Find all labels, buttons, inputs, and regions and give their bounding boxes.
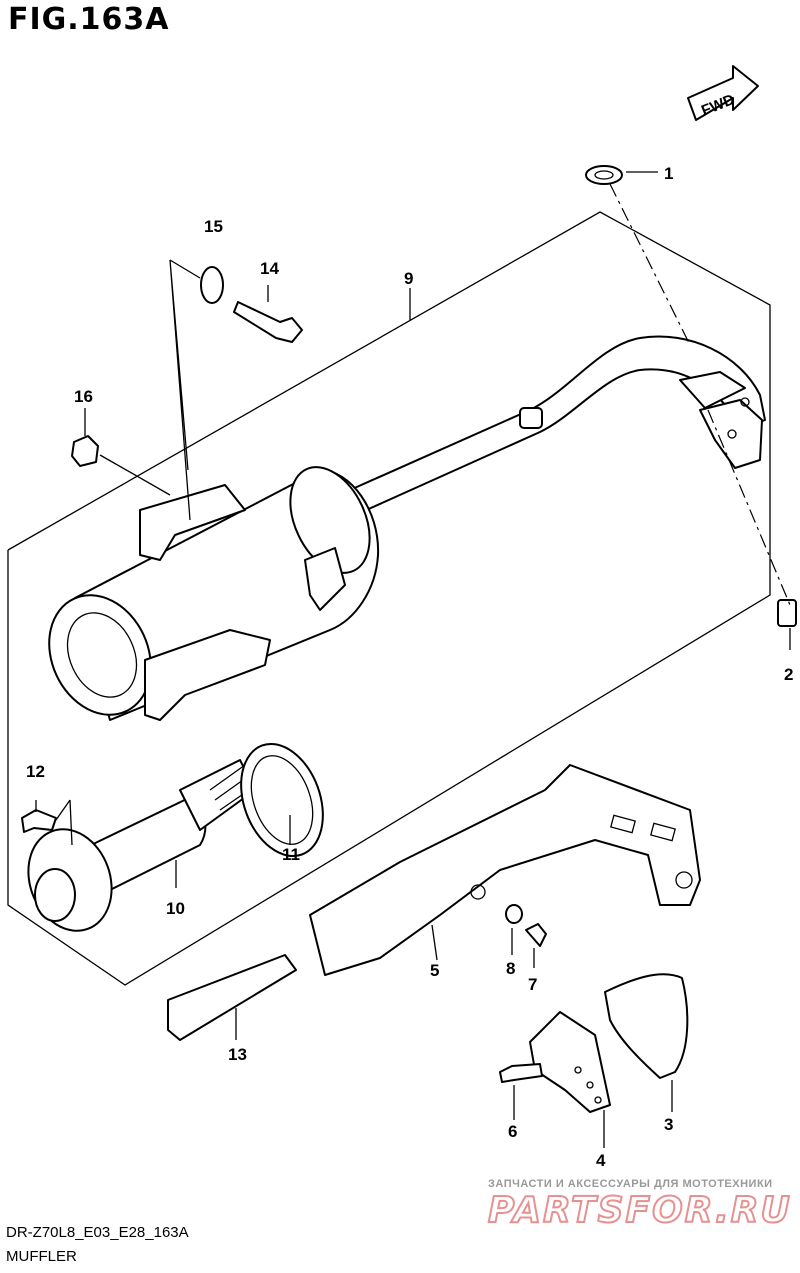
washer-8 — [505, 904, 523, 924]
nut-16 — [71, 435, 99, 467]
callout-14: 14 — [260, 259, 279, 278]
assembly-boundary — [7, 211, 771, 986]
washer-15 — [200, 266, 224, 304]
figure-name: MUFFLER — [6, 1248, 77, 1265]
callout-5: 5 — [430, 961, 439, 980]
watermark-brand: PARTSFOR.RU — [487, 1189, 792, 1232]
callout-6: 6 — [508, 1122, 517, 1141]
protector-plate — [167, 954, 297, 1041]
bolt-6 — [499, 1063, 543, 1083]
callout-13: 13 — [228, 1045, 247, 1064]
callout-10: 10 — [166, 899, 185, 918]
gasket — [240, 742, 324, 858]
figure-title: FIG.163A — [8, 2, 170, 37]
exhaust-pipe — [349, 335, 766, 513]
bolt-14 — [233, 301, 303, 343]
callout-11: 11 — [282, 845, 300, 864]
figure-code: DR-Z70L8_E03_E28_163A — [6, 1224, 189, 1241]
callout-4: 4 — [596, 1151, 606, 1170]
callout-12: 12 — [26, 762, 45, 781]
callout-8: 8 — [506, 959, 515, 978]
watermark-tagline: ЗАПЧАСТИ И АКСЕССУАРЫ ДЛЯ МОТОТЕХНИКИ — [488, 1178, 773, 1190]
heat-shield — [309, 764, 701, 976]
muffler-body — [48, 466, 380, 721]
washer-1 — [585, 165, 623, 185]
tail-pipe — [27, 759, 256, 932]
fwd-arrow-icon: FWD — [687, 65, 759, 121]
bolt-7 — [525, 923, 547, 947]
bolt-2 — [777, 599, 797, 627]
callout-3: 3 — [664, 1115, 673, 1134]
callout-15: 15 — [204, 217, 223, 236]
callout-16: 16 — [74, 387, 93, 406]
callout-1: 1 — [664, 164, 673, 183]
bolt-12 — [21, 809, 57, 833]
callout-7: 7 — [528, 975, 537, 994]
callout-9: 9 — [404, 269, 413, 288]
guard-cover — [604, 973, 689, 1079]
callout-2: 2 — [784, 665, 793, 684]
